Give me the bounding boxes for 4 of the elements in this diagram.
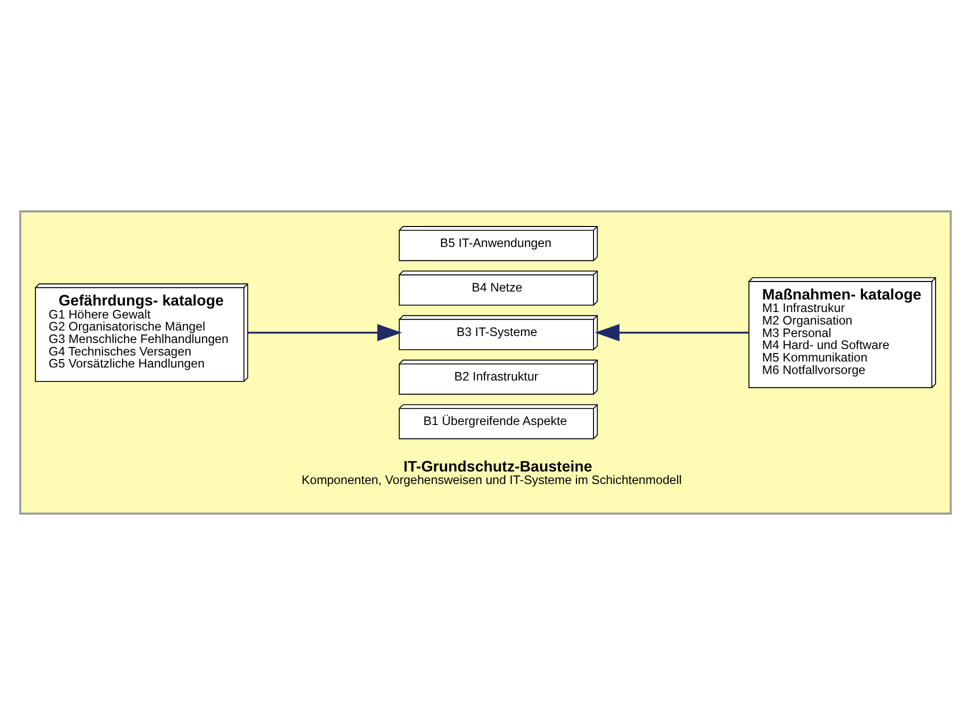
node-text: IT-Grundschutz-Bausteine Komponenten, Vorgehensweisen und IT-Systeme im Schichtenmodell (302, 458, 682, 487)
arrow (594, 324, 749, 341)
cluster (19, 210, 952, 514)
arrow (248, 324, 402, 341)
